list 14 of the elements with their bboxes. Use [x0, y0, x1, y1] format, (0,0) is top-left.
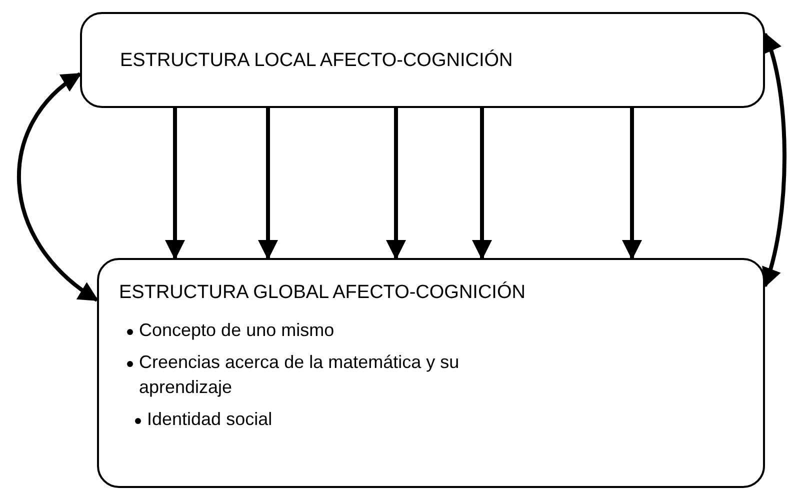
arrow: [17, 72, 99, 302]
arrow: [258, 108, 278, 260]
box-heading: ESTRUCTURA LOCAL AFECTO-COGNICIÓN: [120, 50, 514, 72]
arrow: [165, 108, 185, 260]
bullet-item: Concepto de uno mismo: [139, 319, 334, 342]
rounded-box: [80, 12, 765, 108]
arrow: [472, 108, 492, 260]
rounded-box: [97, 258, 765, 488]
bullet-item: Creencias acerca de la matemática y su aprendizaje: [139, 351, 460, 399]
arrow: [622, 108, 642, 260]
box-heading: ESTRUCTURA GLOBAL AFECTO-COGNICIÓN: [119, 282, 526, 304]
bullet-item: Identidad social: [147, 408, 272, 431]
arrow: [761, 32, 786, 288]
arrow: [386, 108, 406, 260]
